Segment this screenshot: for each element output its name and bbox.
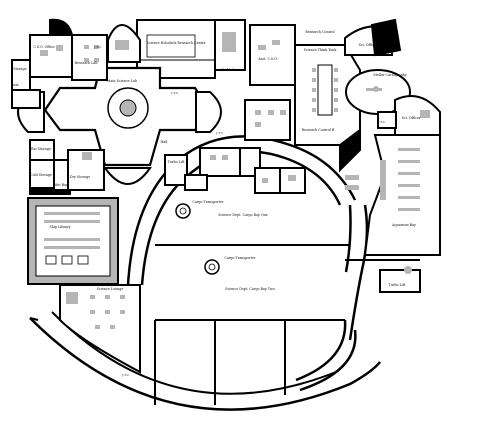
label-turbo-lift-1: Turbo Lift (168, 160, 186, 164)
label-cargo-transporter-2: Cargo Transporter (224, 256, 256, 260)
lower-arc-corridor (29, 311, 381, 411)
map-labels: Science Holodeck Research Center Main Sc… (11, 30, 421, 377)
label-cold-storage: Cold Storage (30, 173, 52, 177)
label-science-think-tank: Science Think Tank (304, 48, 338, 52)
label-cargo-transporter-1: Cargo Transporter (192, 200, 224, 204)
turbo-lift-right (379, 266, 421, 293)
label-science-holodeck: Science Holodeck Research Center (146, 41, 205, 45)
central-rooms (164, 147, 306, 194)
label-jtc-4: J.T.C. (377, 120, 386, 124)
label-bio-storage: Bio Storage (31, 147, 51, 151)
label-science-lounge: Science Lounge (97, 287, 124, 291)
label-storage: Storage (13, 67, 26, 71)
transporter-pad-1 (175, 203, 191, 219)
label-research-lab: Research Lab (75, 61, 98, 65)
main-science-lab (43, 66, 212, 167)
label-rest: Rest (11, 83, 19, 87)
label-stellar-cartography: Stellar Cartography (373, 73, 406, 77)
label-med-lab: Med Lab (221, 68, 236, 72)
label-ship-library: Ship Library (50, 225, 71, 229)
label-jtc-5: J.T.C. (121, 373, 130, 377)
label-wet-bar: Wet Bar (54, 183, 68, 187)
think-tank-table (312, 64, 338, 116)
science-lounge (59, 284, 141, 374)
science-holodeck-room (146, 34, 196, 58)
label-sci-officer-right: Sci. Officer (402, 116, 421, 120)
label-jtc-1: J.T.C. (170, 91, 179, 95)
cargo-bays (154, 244, 420, 405)
label-cargo-bay-one: Science Dept. Cargo Bay One (218, 213, 268, 217)
right-offices (377, 95, 441, 136)
label-cargo-bay-two: Science Dept. Cargo Bay Two (225, 287, 275, 291)
aquarium-bay (363, 134, 441, 256)
transporter-pad-2 (204, 259, 220, 275)
furniture-clusters (40, 32, 430, 190)
label-sci-officer-top: Sci. Officer (359, 43, 378, 47)
label-jtc-2: J.T.C. (93, 45, 102, 49)
label-hall: Hall (161, 140, 168, 144)
label-dry-storage: Dry Storage (70, 175, 90, 179)
label-aquarium-bay: Aquarium Bay (391, 223, 416, 227)
top-left-offices (11, 18, 108, 109)
ship-library (27, 197, 119, 285)
label-asst-cso: Asst. C.S.O. (257, 57, 277, 61)
label-main-science-lab: Main Science Lab (107, 79, 137, 83)
label-research-control: Research Control (305, 30, 334, 34)
label-jtc-3: J.T.C. (215, 131, 224, 135)
label-cso-office: C.S.O. Office (33, 45, 54, 49)
label-turbo-lift-2: Turbo Lift (389, 283, 407, 287)
label-research-control-b: Research Control B (302, 128, 335, 132)
